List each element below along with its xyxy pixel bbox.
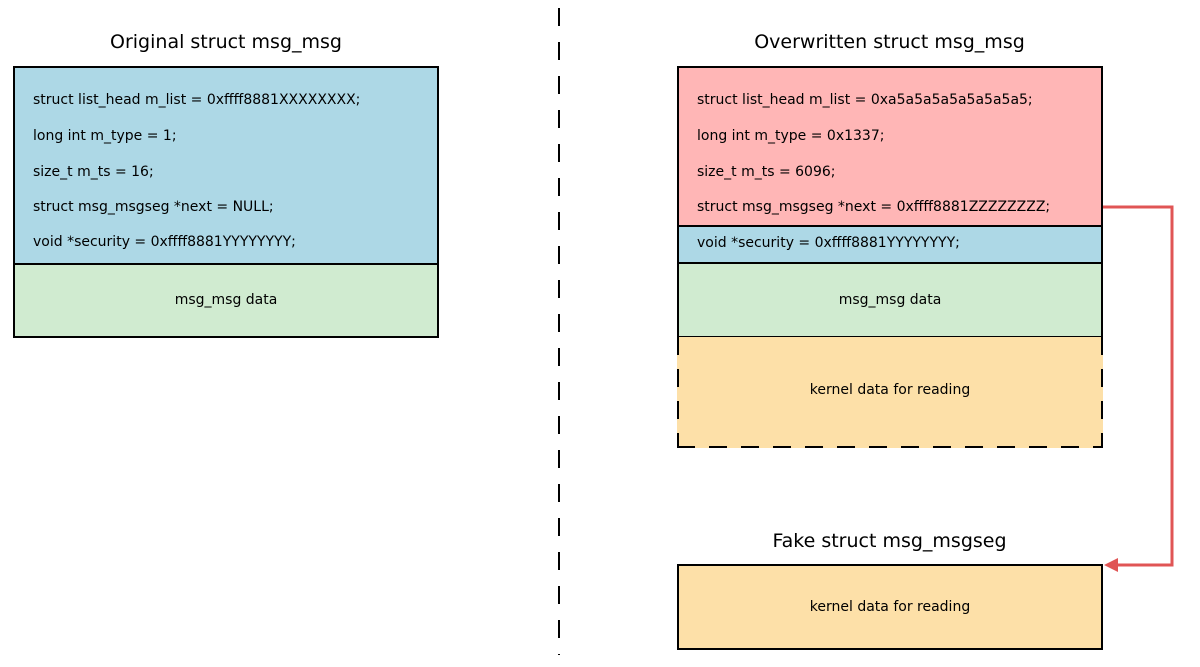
overwritten-field-m-list: struct list_head m_list = 0xa5a5a5a5a5a5… — [697, 92, 1033, 108]
kernel-box-dashed-border — [677, 337, 1103, 448]
original-data-label: msg_msg data — [174, 292, 278, 308]
original-field-security: void *security = 0xffff8881YYYYYYYY; — [33, 234, 296, 250]
overwritten-field-m-ts: size_t m_ts = 6096; — [697, 164, 836, 180]
original-field-m-ts: size_t m_ts = 16; — [33, 164, 154, 180]
original-field-next: struct msg_msgseg *next = NULL; — [33, 199, 274, 215]
next-pointer-arrowhead — [1104, 558, 1118, 572]
original-field-m-list: struct list_head m_list = 0xffff8881XXXX… — [33, 92, 361, 108]
next-pointer-arrow — [1064, 205, 1174, 567]
fake-struct-title: Fake struct msg_msgseg — [772, 530, 1007, 552]
fake-kernel-box: kernel data for reading — [677, 564, 1103, 650]
overwritten-struct-title: Overwritten struct msg_msg — [754, 31, 1025, 53]
fake-kernel-label: kernel data for reading — [809, 599, 971, 615]
original-header-box: struct list_head m_list = 0xffff8881XXXX… — [13, 66, 439, 265]
overwritten-field-next: struct msg_msgseg *next = 0xffff8881ZZZZ… — [697, 199, 1051, 215]
overwritten-data-box: msg_msg data — [677, 262, 1103, 338]
overwritten-kernel-label: kernel data for reading — [809, 382, 971, 398]
original-struct-title: Original struct msg_msg — [110, 31, 342, 53]
overwritten-field-security: void *security = 0xffff8881YYYYYYYY; — [697, 235, 960, 251]
original-data-box: msg_msg data — [13, 263, 439, 338]
overwritten-security-box: void *security = 0xffff8881YYYYYYYY; — [677, 225, 1103, 264]
overwritten-data-label: msg_msg data — [838, 292, 942, 308]
original-field-m-type: long int m_type = 1; — [33, 128, 177, 144]
overwritten-kernel-box: kernel data for reading — [677, 337, 1103, 448]
overwritten-field-m-type: long int m_type = 0x1337; — [697, 128, 885, 144]
overwritten-header-box: struct list_head m_list = 0xa5a5a5a5a5a5… — [677, 66, 1103, 227]
